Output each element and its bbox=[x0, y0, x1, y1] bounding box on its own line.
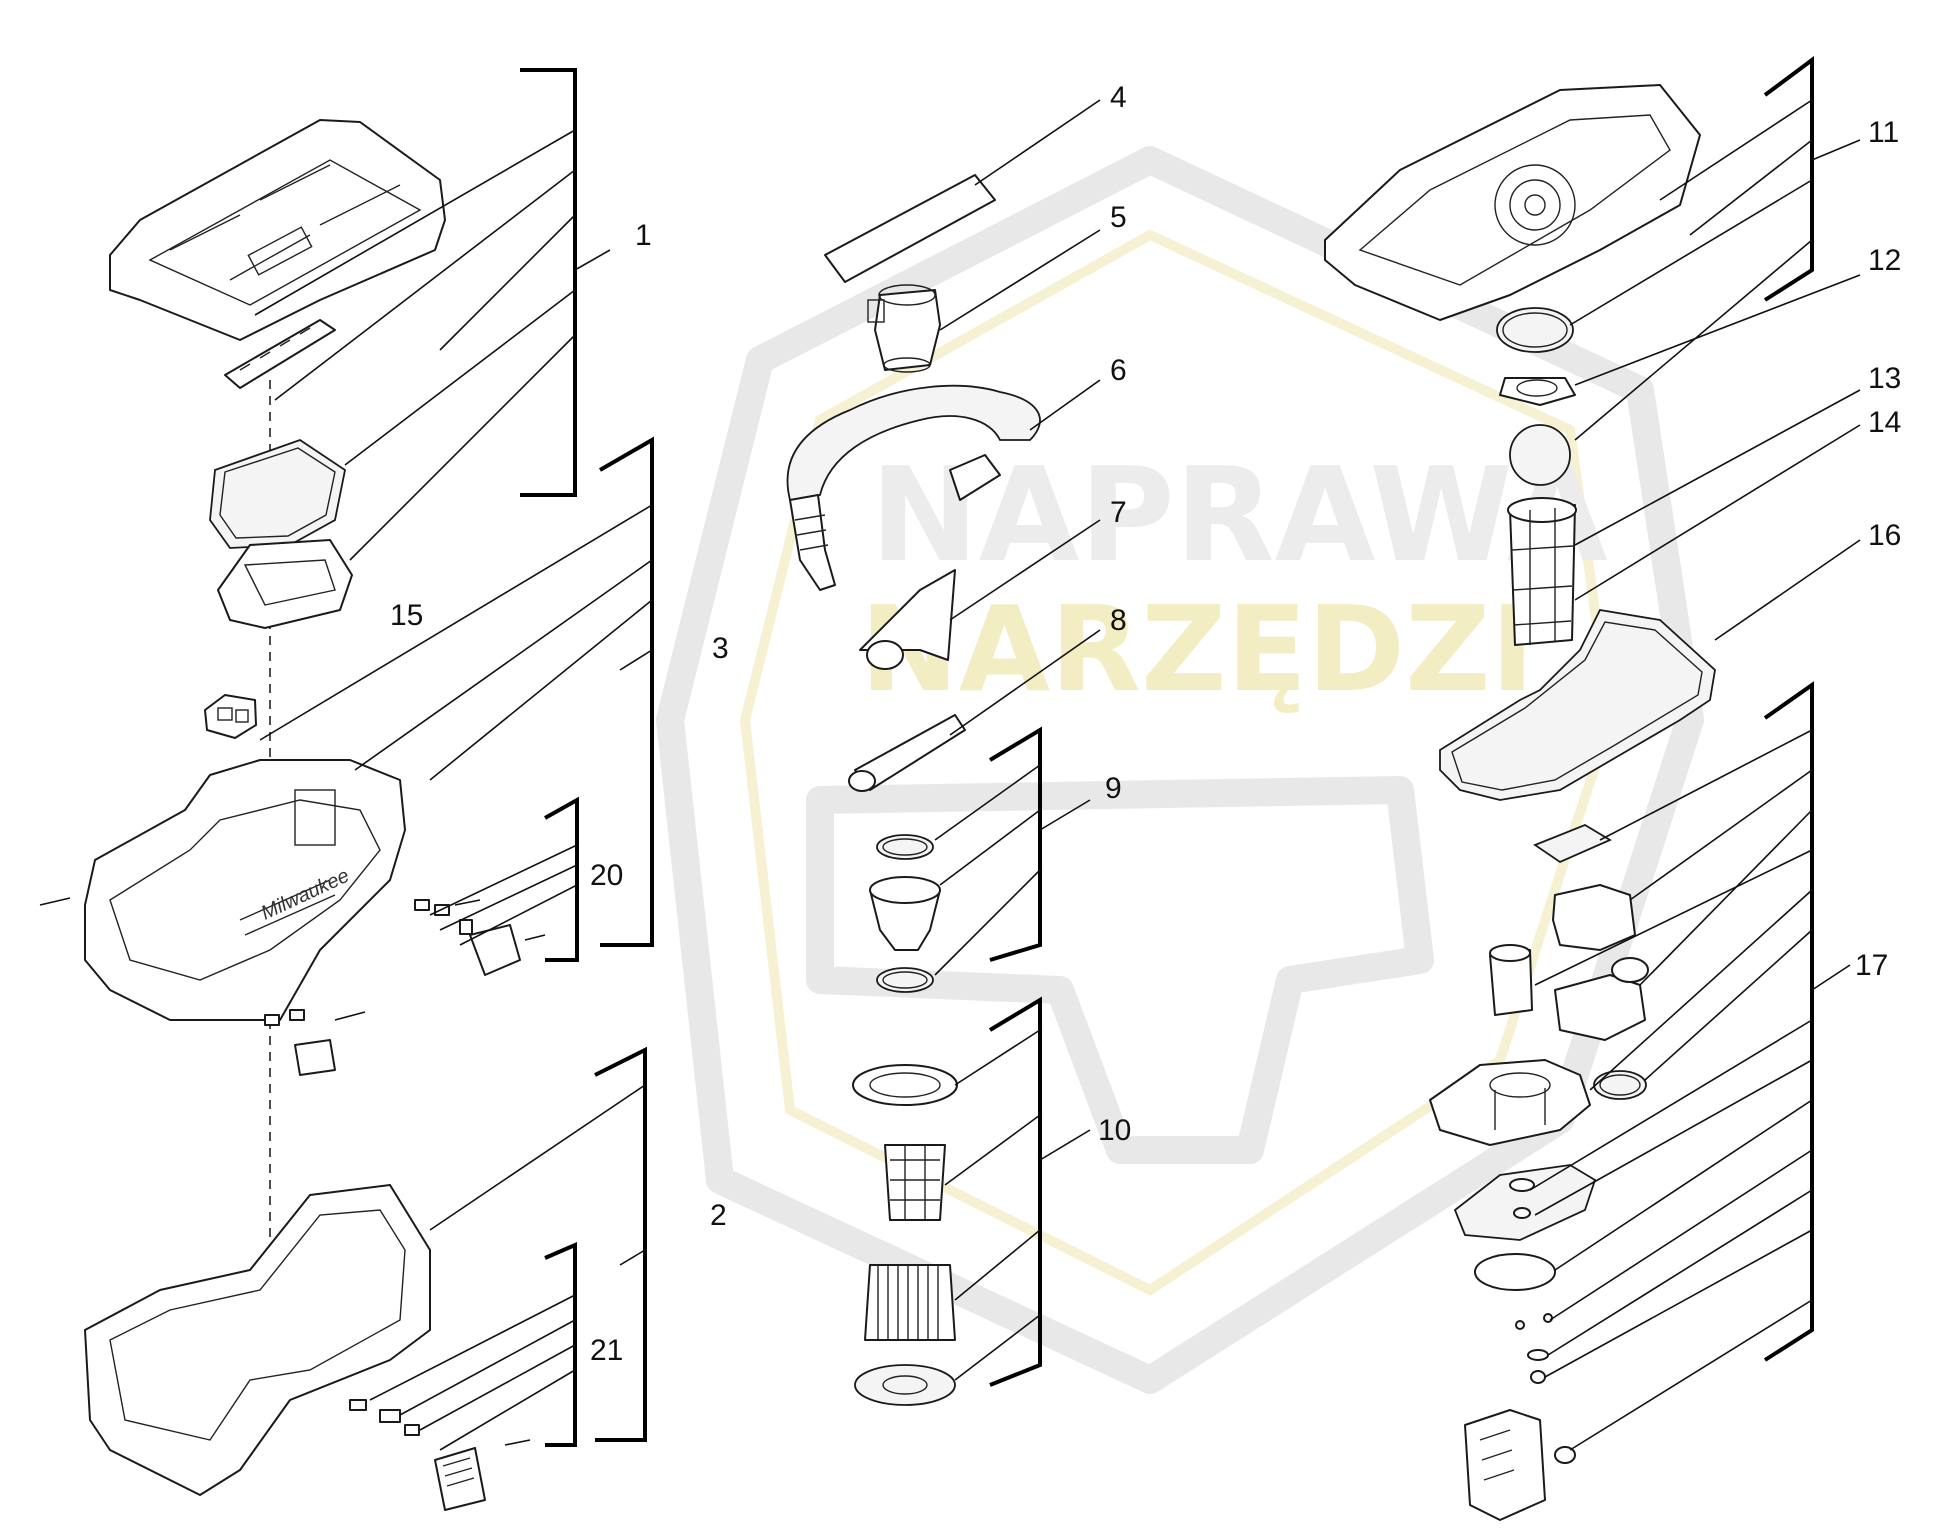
callout-3: 3 bbox=[712, 632, 729, 665]
bracket-9 bbox=[988, 726, 1042, 962]
callout-12: 12 bbox=[1868, 244, 1901, 277]
adapter-assembly-9 bbox=[869, 834, 941, 993]
power-switch bbox=[204, 694, 257, 739]
callout-11: 11 bbox=[1868, 116, 1899, 149]
callout-6: 6 bbox=[1110, 354, 1127, 387]
callout-5: 5 bbox=[1110, 201, 1127, 234]
bracket-1 bbox=[520, 68, 577, 497]
callout-20: 20 bbox=[590, 859, 623, 892]
filter-pad bbox=[1533, 823, 1612, 864]
small-hardware bbox=[1515, 1313, 1553, 1384]
motor bbox=[1489, 944, 1533, 1016]
drive-belt-seal bbox=[1453, 1164, 1597, 1241]
float-ball-13 bbox=[1509, 424, 1571, 486]
callout-16: 16 bbox=[1868, 519, 1901, 552]
retainer-12 bbox=[1499, 377, 1576, 406]
bracket-10 bbox=[988, 996, 1042, 1387]
hose-adapter bbox=[867, 284, 941, 373]
main-housing: Milwaukee bbox=[84, 759, 406, 1021]
fan-housing bbox=[1429, 1059, 1591, 1146]
callout-8: 8 bbox=[1110, 604, 1127, 637]
float-cage-14 bbox=[1507, 497, 1577, 646]
filter-assembly-10 bbox=[852, 1064, 958, 1406]
floor-nozzle bbox=[859, 569, 956, 670]
callout-21: 21 bbox=[590, 1334, 623, 1367]
seal-ring-11 bbox=[1496, 307, 1574, 353]
gasket-16 bbox=[1439, 609, 1716, 801]
callout-14: 14 bbox=[1868, 406, 1901, 439]
top-cover bbox=[109, 119, 446, 341]
bracket-21 bbox=[544, 1241, 577, 1447]
callout-4: 4 bbox=[1110, 81, 1127, 114]
latch-small-parts bbox=[39, 897, 366, 1076]
bracket-2 bbox=[594, 1046, 647, 1442]
callout-13: 13 bbox=[1868, 362, 1901, 395]
bracket-11 bbox=[1763, 56, 1814, 302]
handle-strip bbox=[224, 319, 336, 389]
callout-1: 1 bbox=[635, 219, 652, 252]
watermark-line-2: NARZĘDZI bbox=[860, 580, 1535, 718]
callout-7: 7 bbox=[1110, 496, 1127, 529]
switch-bracket bbox=[1464, 1409, 1576, 1521]
callout-2: 2 bbox=[710, 1199, 727, 1232]
center-leaders bbox=[934, 99, 1101, 1381]
gasket-top bbox=[209, 439, 347, 549]
motor-housing-top bbox=[1324, 84, 1701, 321]
o-ring-small bbox=[1593, 1070, 1647, 1100]
bracket-20 bbox=[544, 796, 579, 962]
debris-tank bbox=[84, 1184, 431, 1496]
hose bbox=[786, 384, 1041, 591]
impeller-disc bbox=[1474, 1253, 1556, 1291]
bracket-3 bbox=[599, 436, 654, 947]
latch-assembly-21 bbox=[349, 1399, 531, 1511]
right-leaders bbox=[1529, 99, 1861, 1451]
callout-15: 15 bbox=[390, 599, 423, 632]
motor-base bbox=[1554, 957, 1649, 1041]
battery-tray bbox=[217, 539, 353, 629]
bracket-17 bbox=[1763, 681, 1814, 1362]
callout-17: 17 bbox=[1855, 949, 1888, 982]
motor-cover bbox=[1552, 884, 1636, 951]
left-leaders bbox=[254, 129, 653, 1451]
label-plate bbox=[824, 174, 996, 283]
callout-10: 10 bbox=[1098, 1114, 1131, 1147]
crevice-tool bbox=[848, 714, 966, 792]
callout-9: 9 bbox=[1105, 772, 1122, 805]
